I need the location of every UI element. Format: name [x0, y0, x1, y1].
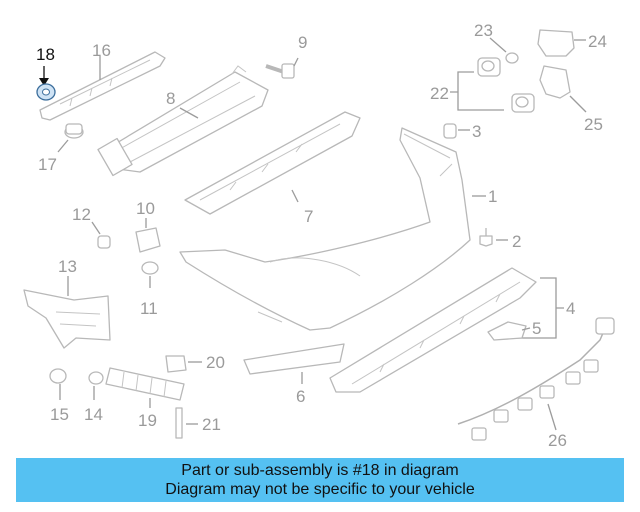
callout-23: 23	[474, 21, 493, 40]
part-22-parking-sensor	[450, 57, 535, 113]
exploded-parts-diagram: 18 16 9 8 17 7 1 3 2 23 24 22 25 10 12 1…	[23, 21, 615, 450]
part-12-clip	[91, 221, 111, 249]
part-6-lower-trim	[243, 343, 345, 384]
callout-16: 16	[92, 41, 111, 60]
caption-line-disclaimer: Diagram may not be specific to your vehi…	[165, 481, 475, 498]
callout-20: 20	[206, 353, 225, 372]
callout-1: 1	[488, 187, 497, 206]
part-20-clip	[165, 355, 202, 373]
callout-25: 25	[584, 115, 603, 134]
callout-3: 3	[472, 122, 481, 141]
part-14-fastener	[88, 371, 104, 400]
callout-14: 14	[84, 405, 103, 424]
part-24-bracket	[537, 29, 586, 57]
callout-12: 12	[72, 205, 91, 224]
part-1-bumper-cover	[179, 127, 486, 331]
callout-26: 26	[548, 431, 567, 450]
callout-11: 11	[140, 299, 158, 318]
callout-9: 9	[298, 33, 307, 52]
part-2-clip	[479, 228, 508, 247]
callout-8: 8	[166, 89, 175, 108]
callout-labels: 18 16 9 8 17 7 1 3 2 23 24 22 25 10 12 1…	[36, 21, 607, 450]
part-3-screw	[443, 123, 470, 139]
callout-5: 5	[532, 319, 541, 338]
part-26-wiring-harness	[457, 317, 615, 441]
part-19-lower-trim	[105, 367, 185, 408]
part-17-bolt	[57, 123, 84, 153]
callout-19: 19	[138, 411, 157, 430]
caption-line-part-number: Part or sub-assembly is #18 in diagram	[181, 462, 459, 479]
part-5-bracket	[487, 321, 531, 341]
callout-15: 15	[50, 405, 69, 424]
callout-7: 7	[304, 207, 313, 226]
part-25-bracket	[539, 65, 587, 113]
part-15-fastener	[49, 368, 67, 400]
part-11-screw	[141, 261, 159, 288]
part-13-side-bracket	[23, 276, 111, 349]
part-21-pin	[175, 407, 198, 439]
callout-21: 21	[202, 415, 221, 434]
part-9-bolt	[265, 57, 299, 79]
part-10-bracket	[135, 218, 161, 253]
caption-banner: Part or sub-assembly is #18 in diagram D…	[16, 458, 624, 502]
callout-24: 24	[588, 32, 607, 51]
part-23-nut	[489, 37, 519, 64]
part-18-clip-nut	[36, 66, 56, 101]
callout-4: 4	[566, 299, 575, 318]
part-16-energy-absorber	[39, 51, 166, 121]
callout-13: 13	[58, 257, 77, 276]
callout-18: 18	[36, 45, 55, 64]
part-7-upper-absorber	[184, 111, 361, 215]
callout-17: 17	[38, 155, 57, 174]
part-8-bumper-reinforcement	[97, 65, 269, 177]
callout-10: 10	[136, 199, 155, 218]
callout-22: 22	[430, 84, 449, 103]
part-4-diffuser	[329, 267, 564, 393]
callout-2: 2	[512, 232, 521, 251]
callout-6: 6	[296, 387, 305, 406]
